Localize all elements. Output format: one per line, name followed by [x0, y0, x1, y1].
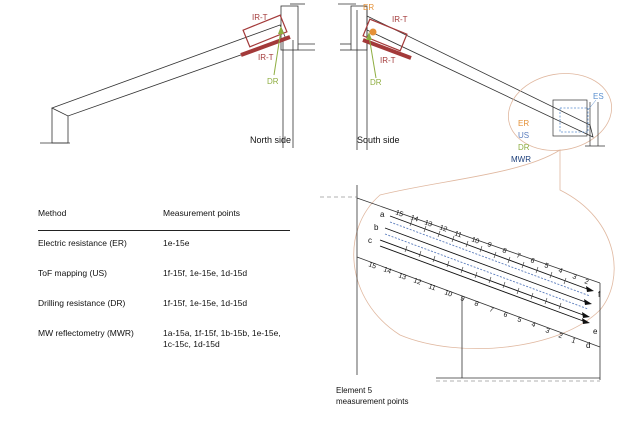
south-irt-bar	[362, 38, 412, 60]
detail-support	[552, 99, 605, 147]
row-method: ToF mapping (US)	[38, 268, 107, 278]
bottom-number: 1	[570, 337, 576, 345]
top-number: 14	[409, 214, 419, 223]
bottom-number: 15	[367, 261, 377, 270]
row-points: 1f-15f, 1e-15e, 1d-15d	[163, 298, 248, 308]
table-row: MW reflectometry (MWR) 1a-15a, 1f-15f, 1…	[38, 321, 290, 351]
detail-callout-large	[353, 149, 615, 349]
detail-us-label: US	[518, 131, 529, 140]
north-irt-bar	[240, 35, 291, 57]
bottom-number: 5	[516, 316, 522, 324]
row-points: 1a-15a, 1f-15f, 1b-15b, 1e-15e, 1c-15c, …	[163, 328, 281, 349]
top-number: 12	[438, 224, 448, 233]
top-number: 7	[515, 252, 521, 260]
detail-es-leader	[587, 99, 597, 111]
south-irt-top-label: IR-T	[392, 15, 408, 24]
top-number: 4	[557, 267, 563, 275]
top-number: 9	[486, 241, 492, 249]
measurement-arrowheads	[582, 286, 594, 324]
line-e	[384, 233, 589, 310]
bottom-number: 4	[530, 321, 536, 329]
line-c	[379, 239, 587, 317]
table-header-row: Method Measurement points	[38, 208, 290, 231]
bottom-number: 13	[397, 272, 407, 281]
bottom-number: 14	[382, 266, 392, 275]
table-row: Electric resistance (ER) 1e-15e	[38, 231, 290, 262]
letter-b: b	[374, 223, 379, 232]
bottom-number: 11	[427, 283, 436, 292]
element-caption-line1: Element 5	[336, 386, 373, 395]
table-row: ToF mapping (US) 1f-15f, 1e-15e, 1d-15d	[38, 261, 290, 291]
south-er-dot	[369, 28, 377, 36]
detail-callout-small	[507, 73, 613, 151]
letter-d: d	[586, 341, 590, 350]
detail-dr-label: DR	[518, 143, 530, 152]
top-numbers: 15 14 13 12 11 10 9 8 7 6 5 4 3 2	[394, 209, 589, 286]
north-dr-arrowhead	[278, 26, 284, 34]
south-irt-bottom-label: IR-T	[380, 56, 396, 65]
north-irt-box	[242, 14, 288, 48]
south-irt-box	[362, 18, 408, 52]
row-points: 1f-15f, 1e-15e, 1d-15d	[163, 268, 248, 278]
bottom-number: 10	[443, 289, 453, 298]
element-outline	[356, 185, 601, 380]
letter-e: e	[593, 327, 598, 336]
north-irt-top-label: IR-T	[252, 13, 268, 22]
detail-er-label: ER	[518, 119, 529, 128]
detail-mwr-label: MWR	[511, 155, 531, 164]
bottom-number: 8	[473, 300, 479, 308]
north-side-section	[40, 3, 315, 148]
north-side-label: North side	[250, 135, 291, 145]
top-number: 6	[529, 257, 535, 265]
top-number: 15	[394, 209, 404, 218]
row-letters: a b c f e d	[368, 210, 601, 350]
bottom-number: 2	[557, 332, 563, 340]
letter-c: c	[368, 236, 372, 245]
south-dr-label: DR	[370, 78, 382, 87]
bottom-number: 12	[412, 277, 422, 286]
top-number: 3	[571, 273, 577, 281]
bottom-number: 7	[488, 306, 494, 314]
row-method: Drilling resistance (DR)	[38, 298, 126, 308]
line-b	[384, 227, 589, 304]
row-points: 1e-15e	[163, 238, 190, 248]
top-number: 10	[470, 236, 480, 245]
south-side-section	[338, 3, 594, 150]
measurement-lines	[379, 215, 591, 323]
top-number: 13	[423, 219, 433, 228]
bottom-number: 3	[544, 327, 550, 335]
bottom-number: 6	[502, 311, 508, 319]
header-method: Method	[38, 208, 163, 231]
element-caption-line2: measurement points	[336, 397, 408, 406]
south-dr-arrowhead	[366, 32, 372, 40]
top-number: 11	[453, 230, 462, 239]
bottom-number: 9	[459, 295, 465, 303]
south-side-label: South side	[357, 135, 400, 145]
top-number: 8	[501, 247, 507, 255]
letter-f: f	[598, 290, 601, 299]
table-row: Drilling resistance (DR) 1f-15f, 1e-15e,…	[38, 291, 290, 321]
detail-es-box	[559, 107, 589, 133]
south-dr-arrow	[368, 35, 377, 79]
row-method: Electric resistance (ER)	[38, 238, 127, 248]
letter-a: a	[380, 210, 385, 219]
detail-es-label: ES	[593, 92, 604, 101]
north-irt-bottom-label: IR-T	[258, 53, 274, 62]
row-method: MW reflectometry (MWR)	[38, 328, 134, 338]
north-dr-label: DR	[267, 77, 279, 86]
bottom-numbers: 15 14 13 12 11 10 9 8 7 6 5 4 3 2 1	[367, 261, 576, 345]
south-er-label: ER	[363, 3, 374, 12]
top-number: 5	[543, 262, 549, 270]
measurement-ticks	[404, 219, 567, 310]
north-dr-arrow	[273, 29, 282, 76]
line-f	[389, 221, 591, 297]
measurement-table: Method Measurement points Electric resis…	[38, 208, 290, 351]
line-d	[379, 245, 587, 323]
header-points: Measurement points	[163, 208, 290, 231]
top-number: 2	[583, 278, 589, 286]
line-a	[389, 215, 591, 291]
